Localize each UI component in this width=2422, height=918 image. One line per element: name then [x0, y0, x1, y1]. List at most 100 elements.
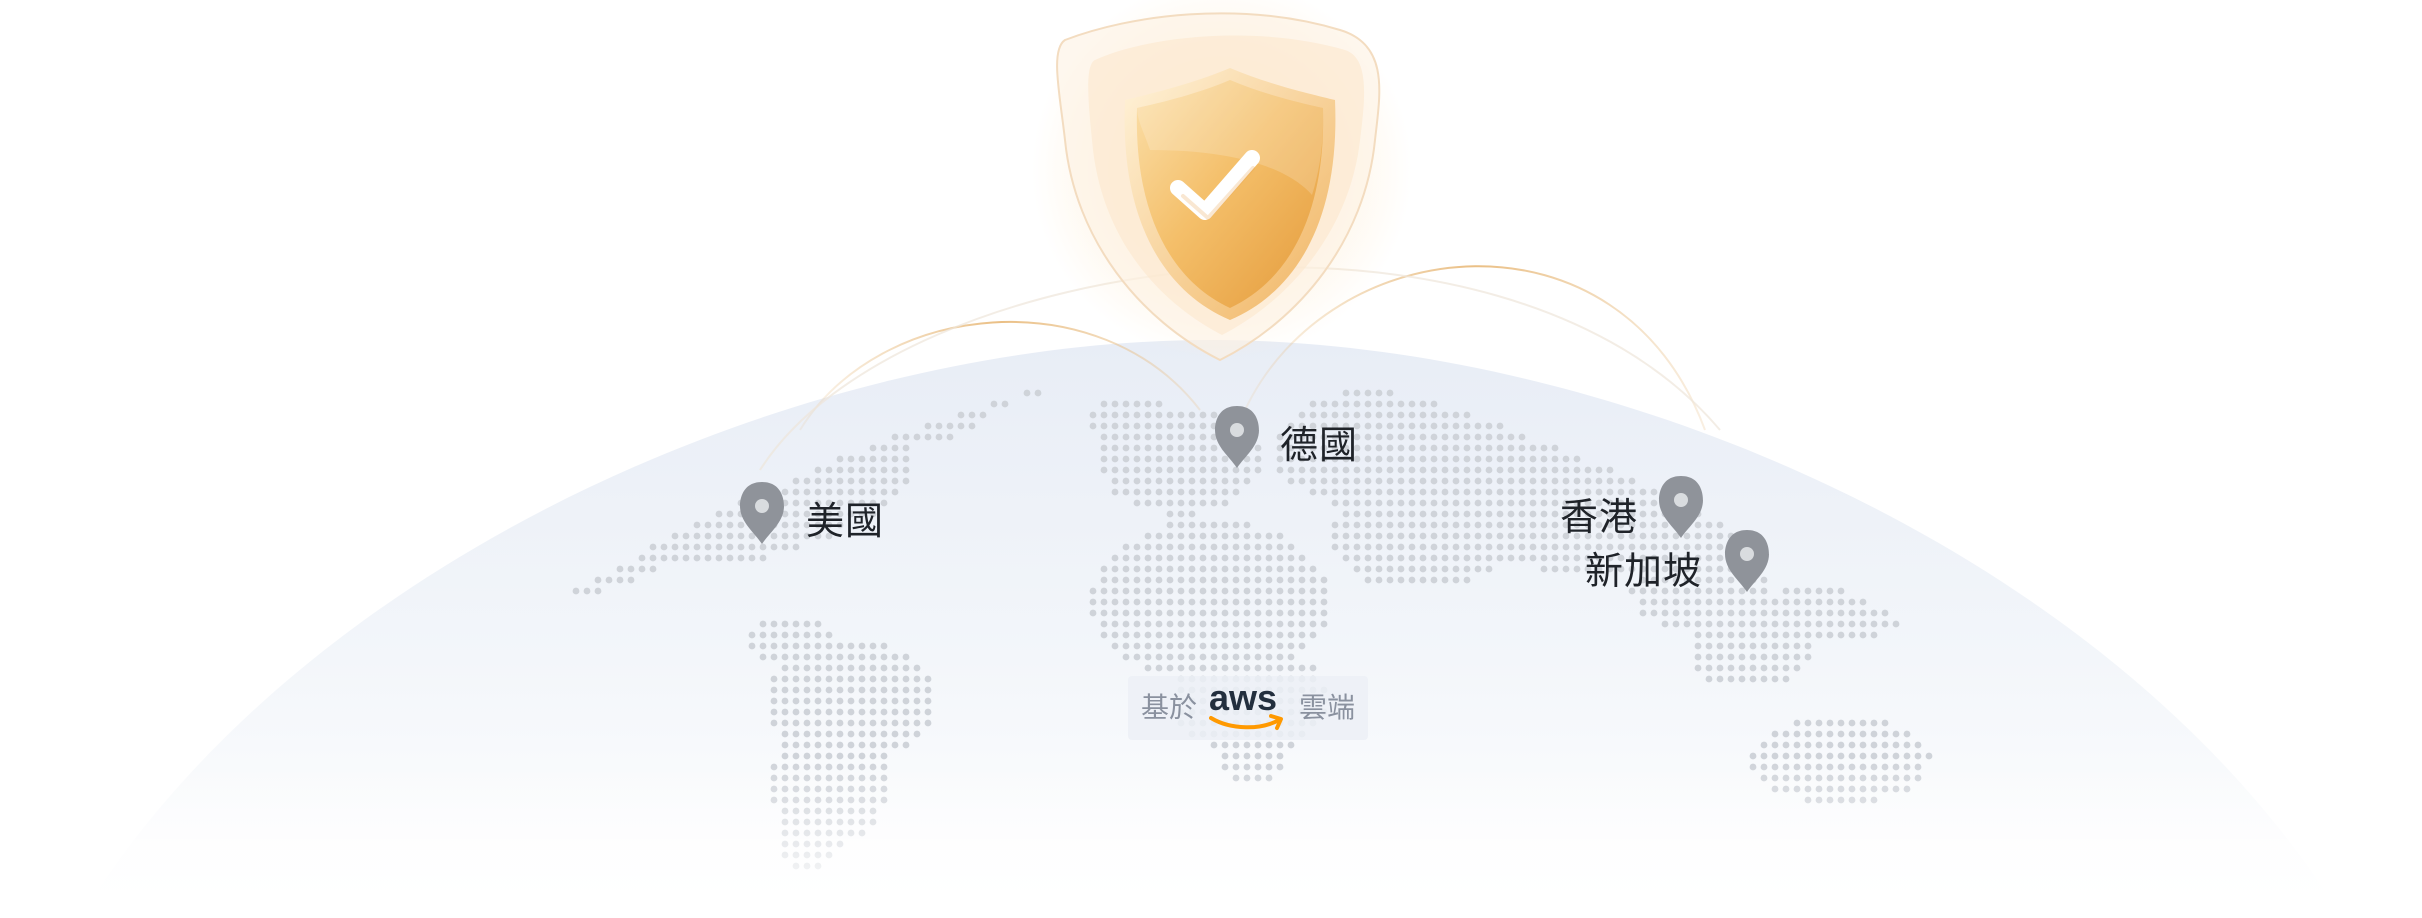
map-dot: [1320, 433, 1328, 441]
map-dot: [1661, 587, 1669, 595]
map-dot: [1155, 488, 1163, 496]
map-dot: [1144, 466, 1152, 474]
map-dot: [847, 477, 855, 485]
map-dot: [1661, 576, 1669, 584]
location-label-germany: 德國: [1280, 423, 1359, 467]
map-dot: [1133, 466, 1141, 474]
map-dot: [1562, 554, 1570, 562]
map-dot: [792, 532, 800, 540]
map-dot: [1331, 499, 1339, 507]
map-dot: [1111, 642, 1119, 650]
map-dot: [1254, 653, 1262, 661]
map-dot: [1529, 477, 1537, 485]
map-dot: [1287, 477, 1295, 485]
map-dot: [1243, 477, 1251, 485]
map-dot: [825, 477, 833, 485]
map-dot: [1309, 488, 1317, 496]
map-dot: [825, 521, 833, 529]
map-dot: [1177, 565, 1185, 573]
map-dot: [1441, 455, 1449, 463]
map-dot: [1419, 455, 1427, 463]
map-dot: [1716, 576, 1724, 584]
map-dot: [1221, 499, 1229, 507]
map-dot: [1364, 565, 1372, 573]
map-dot: [1232, 598, 1240, 606]
map-dot: [1243, 620, 1251, 628]
map-dot: [1771, 642, 1779, 650]
map-dot: [759, 554, 767, 562]
map-dot: [1430, 510, 1438, 518]
map-dot: [1463, 444, 1471, 452]
location-pin-icon: [1215, 406, 1259, 468]
map-dot: [957, 411, 965, 419]
map-dot: [891, 466, 899, 474]
map-dot: [1133, 400, 1141, 408]
map-dot: [1166, 510, 1174, 518]
map-dot: [1452, 532, 1460, 540]
map-dot: [858, 675, 866, 683]
map-dot: [1804, 730, 1812, 738]
map-dot: [1485, 565, 1493, 573]
map-dot: [1705, 664, 1713, 672]
map-dot: [1463, 532, 1471, 540]
map-dot: [1188, 499, 1196, 507]
map-dot: [1144, 653, 1152, 661]
map-dot: [1122, 576, 1130, 584]
map-dot: [1771, 741, 1779, 749]
map-dot: [1397, 532, 1405, 540]
map-dot: [1848, 598, 1856, 606]
map-dot: [1320, 411, 1328, 419]
map-dot: [836, 510, 844, 518]
map-dot: [1320, 598, 1328, 606]
map-dot: [814, 532, 822, 540]
map-dot: [1430, 433, 1438, 441]
map-dot: [1298, 598, 1306, 606]
map-dot: [1232, 587, 1240, 595]
map-dot: [880, 686, 888, 694]
map-dot: [1507, 433, 1515, 441]
map-dot: [836, 466, 844, 474]
map-dot: [1265, 653, 1273, 661]
map-dot: [1122, 543, 1130, 551]
map-dot: [1364, 389, 1372, 397]
map-dot: [1573, 466, 1581, 474]
map-dot: [1716, 554, 1724, 562]
map-dot: [913, 730, 921, 738]
map-dot: [1694, 565, 1702, 573]
map-dot: [1705, 554, 1713, 562]
map-dot: [1188, 587, 1196, 595]
map-dot: [1485, 521, 1493, 529]
map-dot: [1265, 741, 1273, 749]
map-dot: [869, 499, 877, 507]
map-dot: [1353, 455, 1361, 463]
map-dot: [1364, 532, 1372, 540]
map-dot: [1650, 587, 1658, 595]
map-dot: [836, 477, 844, 485]
map-dot: [891, 664, 899, 672]
map-dot: [1639, 554, 1647, 562]
map-dot: [1606, 477, 1614, 485]
map-dot: [1694, 620, 1702, 628]
map-dot: [1309, 587, 1317, 595]
map-dot: [1287, 598, 1295, 606]
map-dot: [1254, 576, 1262, 584]
map-dot: [1771, 675, 1779, 683]
map-dot: [1144, 631, 1152, 639]
map-dot: [792, 620, 800, 628]
map-dot: [1419, 466, 1427, 474]
map-dot: [1441, 444, 1449, 452]
map-dot: [1529, 521, 1537, 529]
map-dot: [1463, 488, 1471, 496]
map-dot: [1430, 455, 1438, 463]
map-dot: [1133, 477, 1141, 485]
map-dot: [1452, 499, 1460, 507]
map-dot: [1573, 554, 1581, 562]
map-dot: [891, 730, 899, 738]
map-dot: [803, 741, 811, 749]
map-dot: [1111, 609, 1119, 617]
map-dot: [748, 543, 756, 551]
map-dot: [1804, 587, 1812, 595]
map-dot: [869, 708, 877, 716]
map-dot: [836, 642, 844, 650]
map-dot: [1221, 642, 1229, 650]
